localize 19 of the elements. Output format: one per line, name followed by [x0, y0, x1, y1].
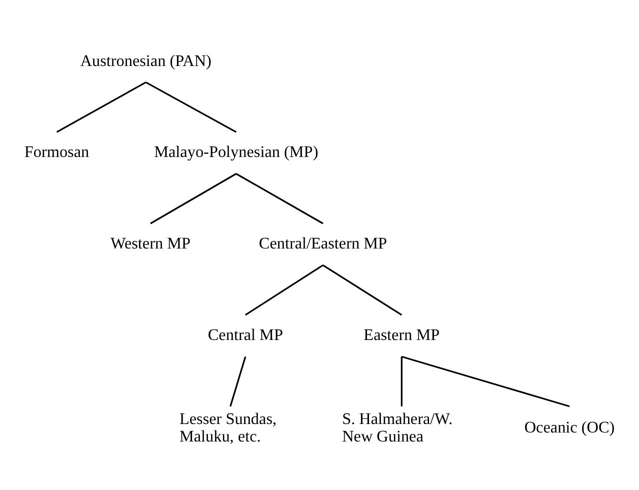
connector [145, 81, 237, 132]
node-text: Formosan [24, 142, 90, 161]
connector [400, 356, 402, 406]
connector [244, 264, 324, 316]
node-text: Austronesian (PAN) [80, 51, 212, 70]
connector [56, 81, 146, 132]
connector [401, 355, 570, 407]
node-text: S. Halmahera/W. New Guinea [342, 409, 453, 445]
node-text: Lesser Sundas, Maluku, etc. [179, 409, 277, 445]
connector [236, 172, 324, 224]
connector [322, 264, 402, 316]
node-text: Malayo-Polynesian (MP) [154, 142, 318, 161]
connector [230, 356, 246, 406]
node-text: Central MP [208, 326, 283, 344]
connector [150, 172, 237, 224]
node-text: Central/Eastern MP [258, 234, 388, 252]
node-text: Eastern MP [364, 326, 440, 344]
node-text: Western MP [110, 234, 191, 252]
node-text: Oceanic (OC) [524, 418, 615, 436]
